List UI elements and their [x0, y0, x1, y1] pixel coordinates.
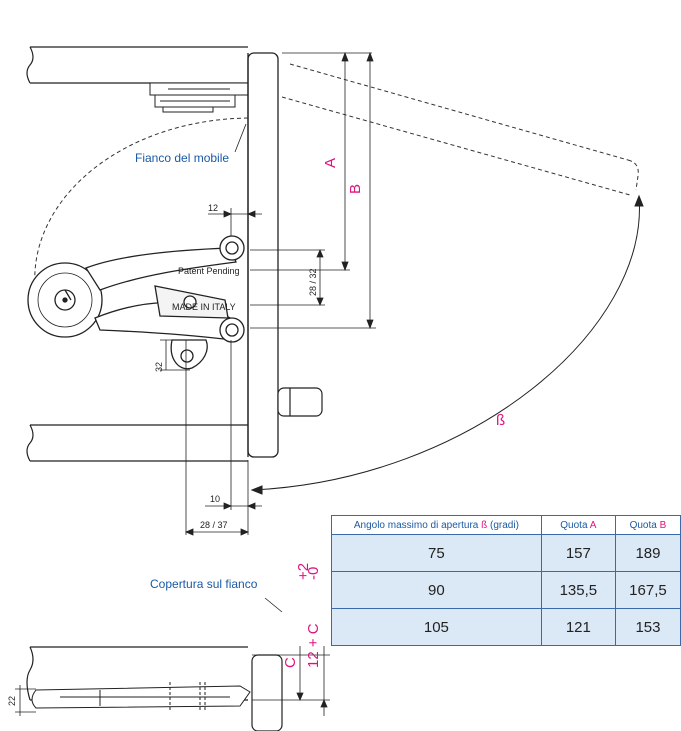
cell-angle: 105	[331, 608, 542, 646]
copertura-sul-fianco-label: Copertura sul fianco	[150, 577, 258, 591]
cell-angle: 90	[331, 571, 542, 609]
table-row: 75 157 189	[331, 534, 681, 572]
header-quota-b-prefix: Quota	[629, 519, 660, 531]
bottom-cabinet-panel	[26, 424, 248, 462]
opening-angle-table: Angolo massimo di apertura ß (gradi) Quo…	[331, 515, 681, 646]
dimension-lines-ab	[250, 51, 376, 330]
header-angle: Angolo massimo di apertura ß (gradi)	[331, 515, 542, 535]
door-panel	[247, 52, 279, 458]
cell-angle: 75	[331, 534, 542, 572]
cell-quota-a: 121	[540, 608, 616, 646]
dimension-b-label: B	[347, 184, 364, 194]
header-quota-a-letter: A	[589, 519, 597, 531]
dimension-12-lines	[208, 205, 262, 250]
opening-angle-arc	[250, 194, 644, 495]
header-quota-b-letter: B	[659, 519, 667, 531]
hinge-marking-patent: Patent Pending	[178, 266, 240, 276]
cell-quota-b: 189	[614, 534, 681, 572]
cell-quota-a: 135,5	[540, 571, 616, 609]
dimension-22-text: 22	[7, 696, 17, 706]
formula-tolerance-upper: +2	[295, 563, 312, 580]
header-angle-prefix: Angolo massimo di apertura	[353, 519, 482, 531]
lower-hinge-section	[31, 682, 251, 712]
table-row: 90 135,5 167,5	[331, 571, 681, 609]
header-quota-a: Quota A	[540, 515, 616, 535]
formula-tolerance-lower: -0	[305, 567, 322, 580]
door-handle	[277, 387, 323, 417]
dimension-bottom-lines	[184, 340, 262, 536]
beta-angle-label: ß	[496, 412, 505, 429]
header-angle-symbol: ß	[481, 519, 488, 531]
lower-dimension-lines	[15, 646, 330, 716]
header-quota-b: Quota B	[614, 515, 681, 535]
dimension-c-label: C	[282, 657, 299, 668]
top-mounting-plate	[149, 82, 249, 113]
table-header-row: Angolo massimo di apertura ß (gradi) Quo…	[331, 515, 681, 535]
cell-quota-a: 157	[540, 534, 616, 572]
copertura-leader-line	[264, 597, 283, 613]
dimension-10-text: 10	[210, 494, 220, 504]
dimension-32-lines	[160, 339, 190, 371]
dimension-28-32-lines	[250, 248, 325, 307]
hinge-mechanism	[27, 235, 245, 370]
dimension-28-37-text: 28 / 37	[200, 520, 228, 530]
cell-quota-b: 153	[614, 608, 681, 646]
table-row: 105 121 153	[331, 608, 681, 646]
open-door-outline	[34, 63, 639, 286]
top-cabinet-panel	[26, 46, 248, 84]
header-angle-suffix: (gradi)	[487, 519, 519, 531]
cell-quota-b: 167,5	[614, 571, 681, 609]
formula-12-plus-c: 12 + C	[305, 623, 322, 668]
fianco-del-mobile-label: Fianco del mobile	[135, 151, 229, 165]
hinge-marking-made-in: MADE IN ITALY	[172, 302, 236, 312]
dimension-28-32-text: 28 / 32	[308, 268, 318, 296]
dimension-a-label: A	[322, 158, 339, 168]
fianco-leader-line	[234, 123, 247, 153]
dimension-32-text: 32	[154, 362, 164, 372]
dimension-12-text: 12	[208, 203, 218, 213]
header-quota-a-prefix: Quota	[560, 519, 590, 531]
